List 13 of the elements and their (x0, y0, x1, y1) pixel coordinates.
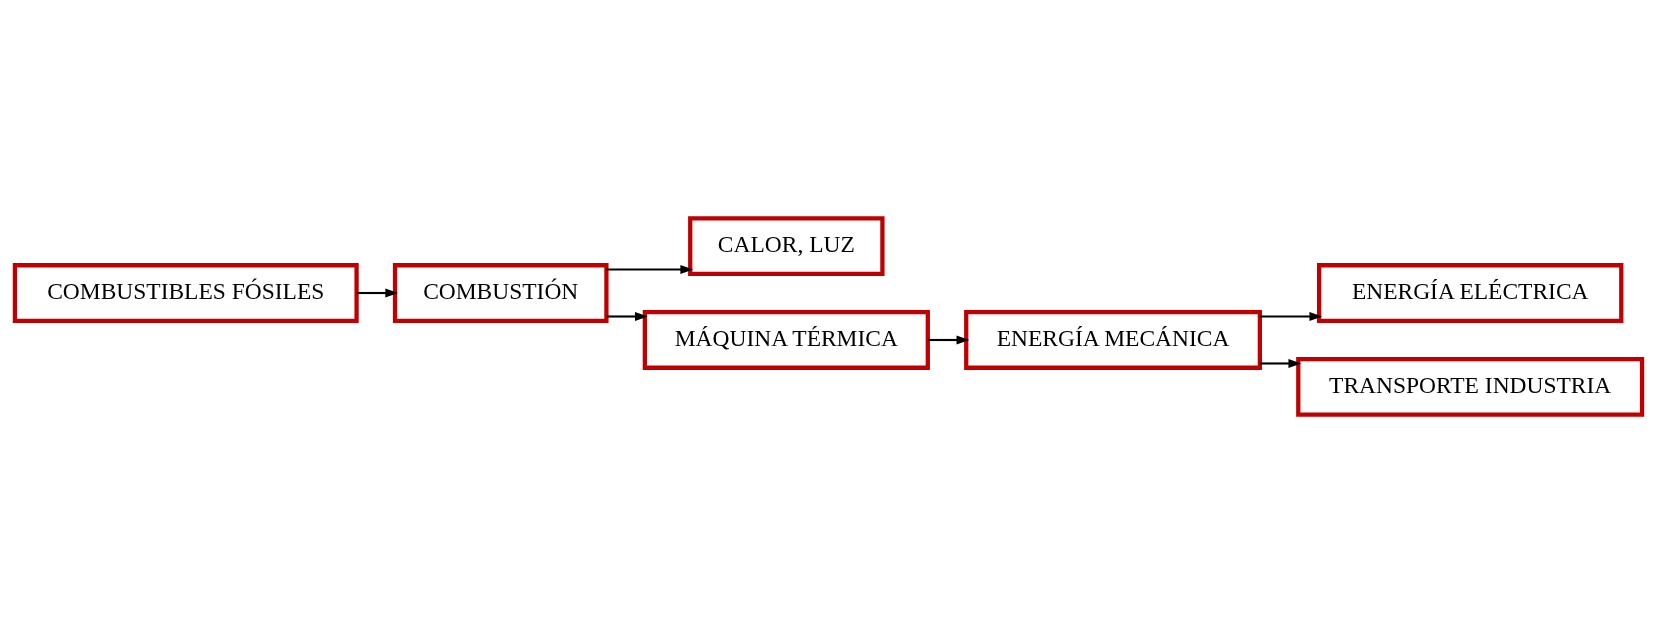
arrow (356, 288, 399, 298)
arrow (1259, 312, 1323, 321)
arrow (1259, 359, 1302, 368)
node-box: CALOR, LUZ (688, 216, 885, 276)
node-box: COMBUSTIÓN (392, 263, 609, 323)
node-box: ENERGÍA ELÉCTRICA (1316, 263, 1624, 323)
node-box: MÁQUINA TÉRMICA (642, 310, 930, 370)
arrow (928, 335, 970, 345)
node-box: COMBUSTIBLES FÓSILES (12, 263, 359, 323)
arrow (606, 312, 648, 321)
arrow (606, 265, 694, 274)
node-box: ENERGÍA MECÁNICA (964, 310, 1262, 370)
node-box: TRANSPORTE INDUSTRIA (1296, 357, 1645, 417)
